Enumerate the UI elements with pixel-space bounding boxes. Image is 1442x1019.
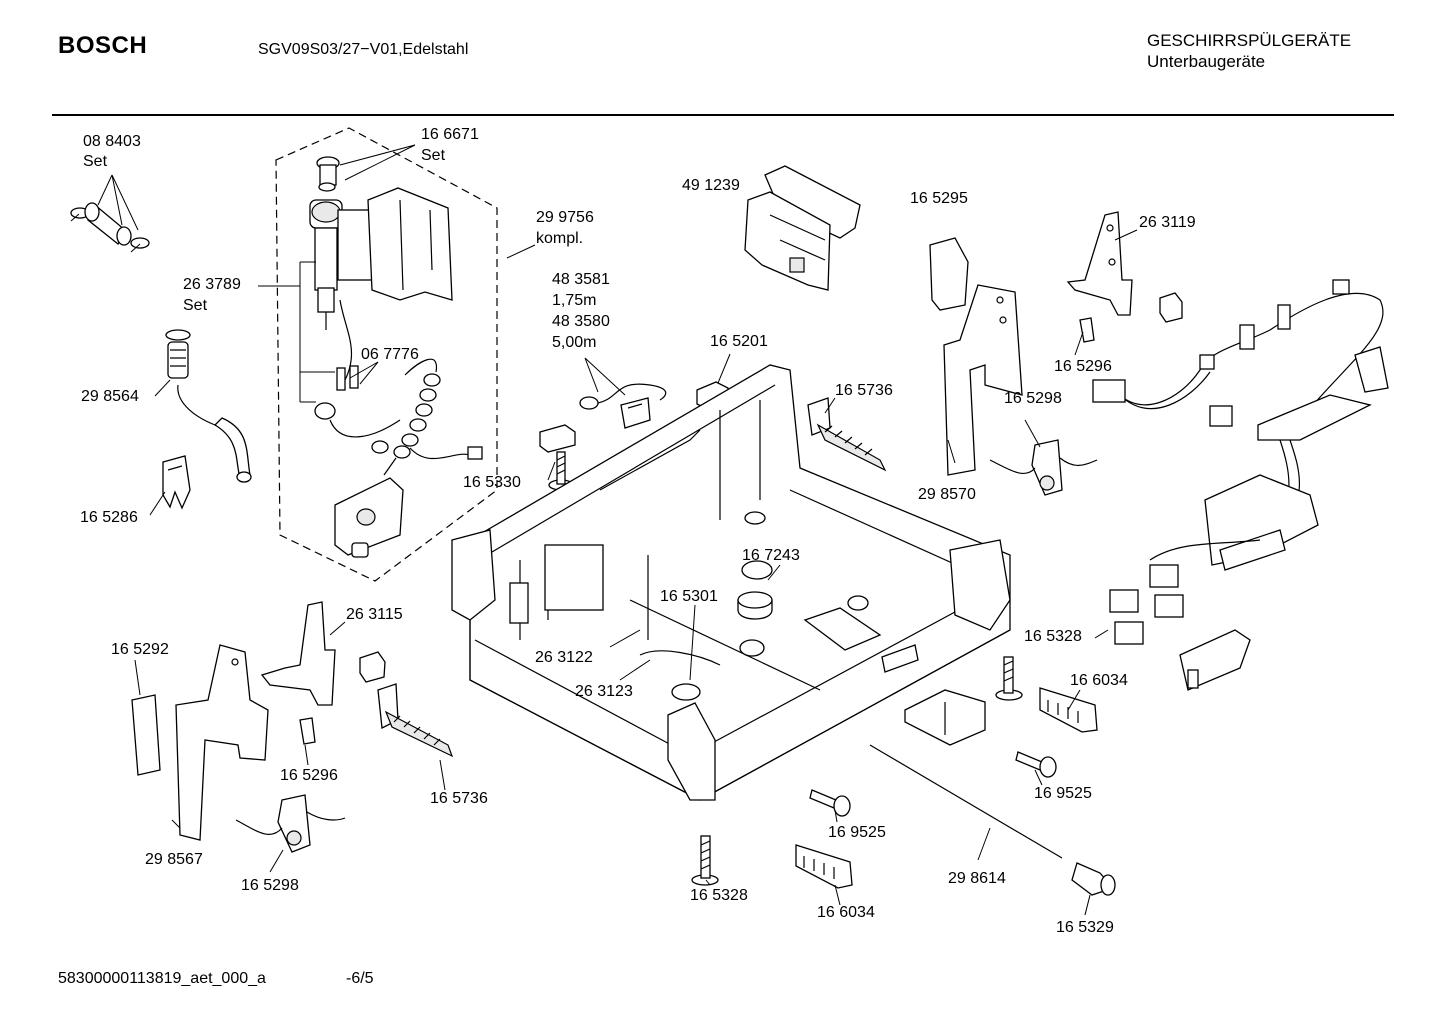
part-label: 08 8403 [83, 133, 141, 150]
valve-assembly-drawing [309, 156, 375, 381]
document-id: 58300000113819_aet_000_a [58, 970, 266, 987]
part-label: 26 3123 [575, 683, 633, 700]
small-clip-drawing [1159, 292, 1183, 323]
part-label: 16 6034 [1070, 672, 1128, 689]
appliance-category: GESCHIRRSPÜLGERÄTE Unterbaugeräte [1147, 30, 1351, 72]
support-block-drawing [904, 689, 986, 746]
part-label: 26 3122 [535, 649, 593, 666]
part-label: 16 5286 [80, 509, 138, 526]
part-label: 26 3119 [1139, 214, 1196, 231]
screw-drawing [995, 656, 1023, 701]
part-label: 26 3115 [346, 606, 403, 623]
part-label: 16 5201 [710, 333, 768, 350]
model-number: SGV09S03/27−V01,Edelstahl [258, 41, 469, 58]
category-line-1: GESCHIRRSPÜLGERÄTE [1147, 31, 1352, 50]
nut-drawing [314, 402, 336, 420]
part-label: kompl. [536, 230, 583, 247]
part-label: 16 9525 [1034, 785, 1092, 802]
wiring-harness-drawing [1092, 279, 1389, 691]
mount-bracket-drawing [1066, 211, 1133, 316]
part-label: 29 8564 [81, 388, 139, 405]
comb-strip-drawing [795, 844, 853, 889]
part-label: 29 9756 [536, 209, 594, 226]
kit-boundary-outline [275, 127, 498, 582]
part-label: 16 5298 [1004, 390, 1062, 407]
part-label: 16 5301 [660, 588, 718, 605]
category-line-2: Unterbaugeräte [1147, 52, 1266, 71]
part-label: 48 3581 [552, 271, 610, 288]
spiral-hose-drawing [329, 358, 483, 476]
hose-clip-drawing [162, 455, 191, 510]
part-label: 16 9525 [828, 824, 886, 841]
part-label: 16 5330 [463, 474, 521, 491]
part-label: 16 5295 [910, 190, 968, 207]
part-label: 16 5736 [835, 382, 893, 399]
hose-set-drawing [70, 202, 150, 253]
cable-drawing [579, 383, 667, 429]
control-module-drawing [744, 165, 861, 291]
part-label: 16 5736 [430, 790, 488, 807]
page-number: -6/5 [346, 970, 374, 987]
part-label: 16 5328 [1024, 628, 1082, 645]
header-divider [52, 114, 1394, 116]
small-clip-drawing [1079, 317, 1095, 343]
part-label: 5,00m [552, 334, 596, 351]
spring-bracket-drawing [377, 683, 454, 758]
part-label: 1,75m [552, 292, 596, 309]
float-switch-drawing [989, 439, 1098, 496]
screw-drawing [691, 835, 719, 886]
part-label: 06 7776 [361, 346, 419, 363]
part-label: 29 8570 [918, 486, 976, 503]
base-tub-drawing [451, 364, 1011, 801]
part-label: Set [183, 297, 208, 314]
left-bracket-group [131, 601, 386, 841]
part-label: Set [421, 147, 446, 164]
part-label: 16 5298 [241, 877, 299, 894]
leader-lines [97, 144, 1138, 916]
connector-drawing [349, 365, 359, 389]
brand-logo: BOSCH [58, 32, 148, 59]
bolt-drawing [809, 789, 851, 817]
bolt-drawing [1015, 751, 1057, 778]
part-label: 16 5328 [690, 887, 748, 904]
part-label: 49 1239 [682, 177, 740, 194]
part-label: 16 5296 [1054, 358, 1112, 375]
switch-drawing [539, 424, 576, 453]
side-frame-drawing [929, 237, 1023, 476]
part-label: Set [83, 153, 108, 170]
part-label: 48 3580 [552, 313, 610, 330]
dosing-bracket-drawing [334, 477, 404, 558]
dosing-cover-drawing [367, 187, 453, 301]
part-label: 16 5292 [111, 641, 169, 658]
dosing-assembly-group [275, 127, 498, 582]
part-label: 16 7243 [742, 547, 800, 564]
rod-end-cap-drawing [1071, 862, 1116, 896]
part-label: 16 5329 [1056, 919, 1114, 936]
part-labels: 08 8403 Set 16 6671 Set 29 9756 kompl. 2… [80, 126, 1196, 936]
spring-bracket-drawing [807, 397, 887, 472]
float-switch-drawing [235, 794, 346, 853]
connector-drawing [336, 367, 346, 391]
part-label: 16 6671 [421, 126, 479, 143]
part-label: 16 5296 [280, 767, 338, 784]
part-label: 29 8614 [948, 870, 1006, 887]
drain-hose-drawing [165, 329, 252, 483]
part-label: 16 6034 [817, 904, 875, 921]
part-label: 29 8567 [145, 851, 203, 868]
part-label: 26 3789 [183, 276, 241, 293]
rod-drawing [869, 744, 1063, 859]
